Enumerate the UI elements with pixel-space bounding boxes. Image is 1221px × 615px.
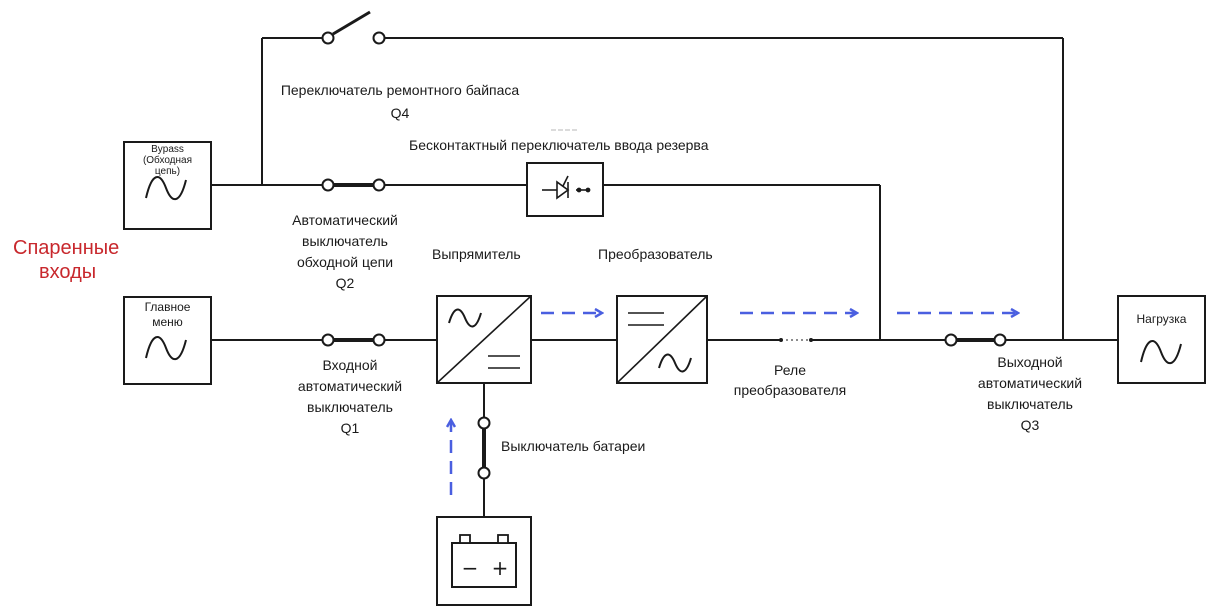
q3-label-line4: Q3 xyxy=(1020,417,1040,433)
q3-label: Выходной автоматический выключатель Q3 xyxy=(945,352,1115,436)
battery-switch-label: Выключатель батареи xyxy=(501,438,646,454)
main-label-line1: Главное xyxy=(144,300,191,314)
main-source-label: Главное меню xyxy=(124,300,211,330)
q3-label-line2: автоматический xyxy=(977,375,1083,391)
q2-label: Автоматический выключатель обходной цепи… xyxy=(260,210,430,294)
bypass-source-label: Bypass (Обходная цепь) xyxy=(124,144,211,177)
q4-switch xyxy=(321,10,386,45)
q1-label-line1: Входной xyxy=(322,357,378,373)
rectifier-label: Выпрямитель xyxy=(432,246,521,262)
q3-label-line1: Выходной xyxy=(997,354,1063,370)
battery: − + xyxy=(436,516,532,606)
q4-label-line1: Переключатель ремонтного байпаса xyxy=(280,82,520,98)
sine-wave-icon xyxy=(448,308,482,328)
q2-label-line1: Автоматический xyxy=(292,212,398,228)
inverter-relay-label: Реле преобразователя xyxy=(720,360,860,400)
q1-label-line2: автоматический xyxy=(297,378,403,394)
q1-label-line4: Q1 xyxy=(340,420,360,436)
battery-switch xyxy=(477,416,491,480)
thyristor-icon xyxy=(542,175,591,200)
q1-breaker xyxy=(321,333,386,347)
q3-breaker xyxy=(944,333,1007,347)
wiring xyxy=(211,37,1118,517)
main-source xyxy=(123,296,212,385)
static-bypass-switch xyxy=(526,162,604,217)
flow-arrows xyxy=(451,313,1017,495)
q2-breaker xyxy=(321,178,386,192)
q2-label-line2: выключатель xyxy=(302,233,388,249)
q4-label: Переключатель ремонтного байпаса Q4 xyxy=(240,82,560,122)
q1-label: Входной автоматический выключатель Q1 xyxy=(265,355,435,439)
inverter-relay-label-line1: Реле xyxy=(774,362,806,378)
bypass-source xyxy=(123,141,212,230)
battery-icon xyxy=(451,542,517,588)
q4-label-line2: Q4 xyxy=(390,105,410,121)
inverter-relay xyxy=(779,338,813,342)
rectifier xyxy=(436,295,532,384)
q3-label-line3: выключатель xyxy=(987,396,1073,412)
bypass-label-line3: цепь) xyxy=(154,166,181,177)
static-switch-label: Бесконтактный переключатель ввода резерв… xyxy=(409,137,709,153)
q1-label-line3: выключатель xyxy=(307,399,393,415)
sine-wave-icon xyxy=(1140,340,1182,364)
load-label: Нагрузка xyxy=(1136,312,1187,326)
paired-inputs-label: Спаренные входы xyxy=(13,236,119,284)
inverter xyxy=(616,295,708,384)
sine-wave-icon xyxy=(658,353,692,373)
battery-minus: − xyxy=(462,556,479,580)
bypass-label-line1: Bypass xyxy=(151,144,184,155)
sine-wave-icon xyxy=(145,176,187,200)
battery-plus: + xyxy=(492,556,509,580)
inverter-relay-label-line2: преобразователя xyxy=(733,382,847,398)
bypass-label-line2: (Обходная xyxy=(142,155,193,166)
q2-label-line4: Q2 xyxy=(335,275,355,291)
load xyxy=(1117,295,1206,384)
inverter-label: Преобразователь xyxy=(598,246,713,262)
paired-inputs-line1: Спаренные xyxy=(13,237,120,259)
sine-wave-icon xyxy=(145,336,187,360)
main-label-line2: меню xyxy=(152,315,183,329)
q2-label-line3: обходной цепи xyxy=(296,254,394,270)
paired-inputs-line2: входы xyxy=(39,261,97,283)
